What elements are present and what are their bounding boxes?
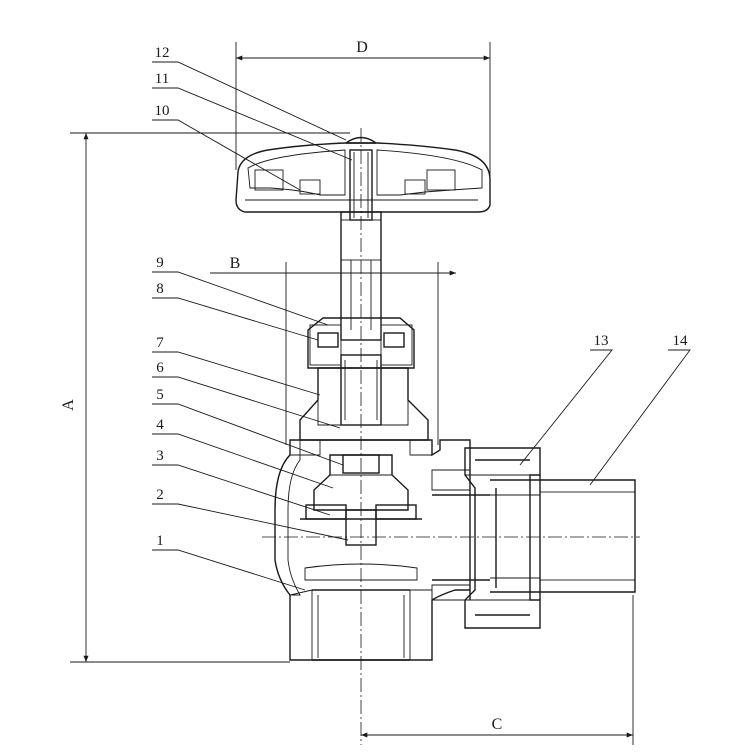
dimension-label-d: D [356, 39, 368, 56]
part-label-8: 8 [156, 281, 164, 297]
part-label-9: 9 [156, 255, 164, 271]
part-label-6: 6 [156, 360, 164, 376]
part-label-13: 13 [594, 333, 609, 349]
part-label-7: 7 [156, 335, 164, 351]
part-label-14: 14 [673, 333, 689, 349]
dimension-label-a: A [60, 399, 77, 411]
part-label-2: 2 [156, 487, 164, 503]
dimension-label-c: C [492, 716, 503, 733]
part-label-3: 3 [156, 448, 164, 464]
part-label-10: 10 [155, 103, 170, 119]
dimension-b-line [210, 262, 456, 445]
part-label-5: 5 [156, 387, 164, 403]
part-label-12: 12 [155, 45, 170, 61]
dimension-label-b: B [230, 255, 241, 272]
gland-nut [307, 317, 415, 369]
valve-body [274, 439, 471, 661]
part-label-11: 11 [155, 71, 169, 87]
leader-lines [152, 61, 691, 591]
outlet-union [432, 447, 636, 629]
part-label-1: 1 [156, 533, 164, 549]
dimension-a-line [70, 132, 350, 663]
part-label-4: 4 [156, 417, 164, 433]
dimension-d-line [235, 42, 491, 178]
dimension-c-line [361, 595, 634, 745]
centerlines [262, 128, 640, 745]
stem [340, 211, 382, 341]
